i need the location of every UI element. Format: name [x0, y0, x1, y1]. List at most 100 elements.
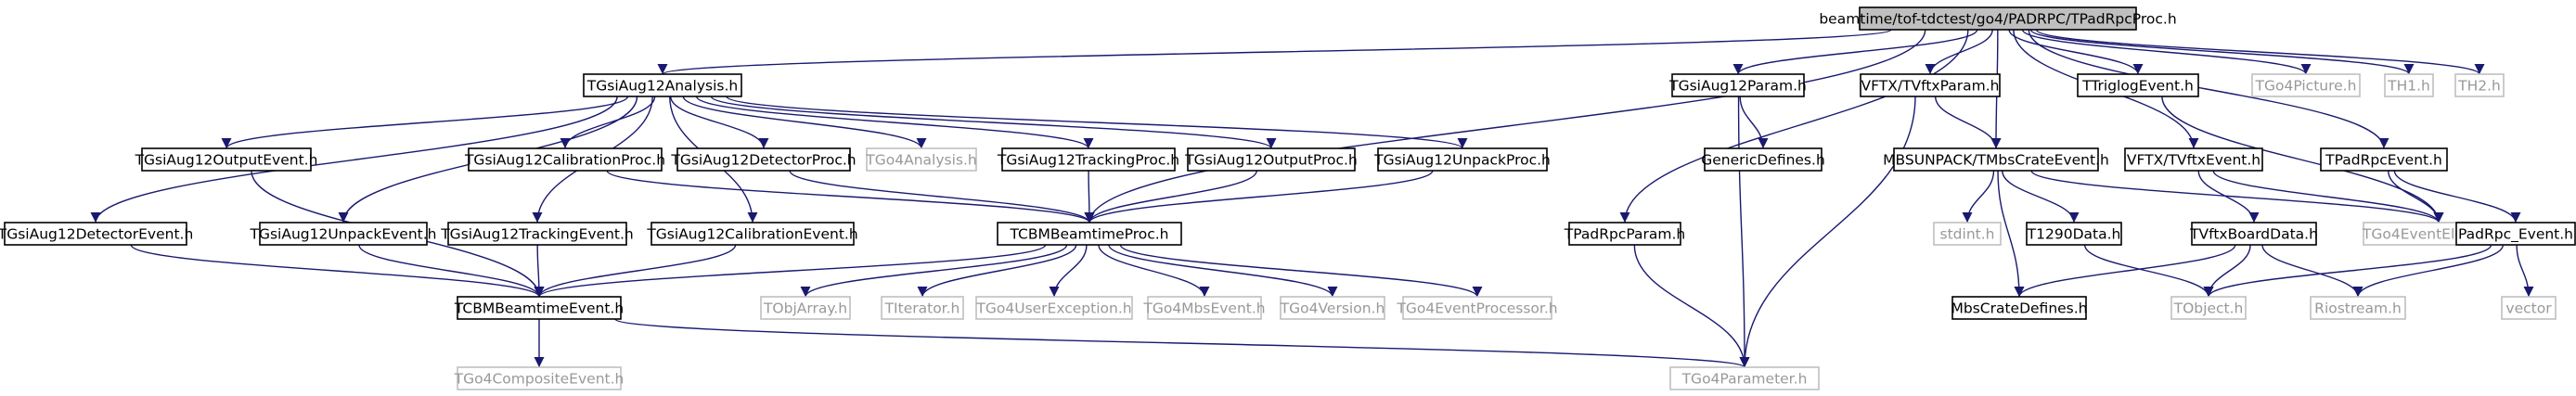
node-t1290[interactable]: T1290Data.h	[2026, 222, 2122, 246]
node-proc[interactable]: TCBMBeamtimeProc.h	[997, 222, 1182, 246]
edge-ana-to-oute	[221, 96, 629, 149]
node-oute[interactable]: TGsiAug12OutputEvent.h	[135, 147, 318, 172]
node-calp[interactable]: TGsiAug12CalibrationProc.h	[464, 147, 665, 172]
edge-root-to-vftxp	[1925, 29, 1993, 75]
node-box	[2077, 73, 2199, 97]
edge-proc-to-evp	[1119, 244, 1483, 298]
edge-trkp-to-proc	[1084, 170, 1095, 224]
node-evt[interactable]: TCBMBeamtimeEvent.h	[454, 296, 624, 320]
edge-proc-to-toa	[800, 244, 1068, 298]
node-ana[interactable]: TGsiAug12Analysis.h	[583, 73, 742, 97]
node-box	[1671, 73, 1805, 97]
edge-pre-to-rio	[2352, 244, 2505, 298]
node-trig[interactable]: TTriglogEvent.h	[2077, 73, 2199, 97]
node-box	[583, 73, 742, 97]
edge-outp-to-proc	[1084, 170, 1258, 224]
edge-unpe-to-evt	[358, 244, 545, 298]
node-mcd[interactable]: MbsCrateDefines.h	[1951, 296, 2088, 320]
node-box	[1860, 73, 2001, 97]
node-box	[1187, 147, 1356, 172]
node-root: beamtime/tof-tdctest/go4/PADRPC/TPadRpcP…	[1819, 6, 2177, 31]
node-box	[1933, 222, 2002, 246]
node-trkp[interactable]: TGsiAug12TrackingProc.h	[997, 147, 1179, 172]
node-par: TGo4Parameter.h	[1669, 366, 1820, 390]
node-label: TGsiAug12Param.h	[1668, 78, 1807, 95]
node-box	[650, 222, 855, 246]
edge-proc-to-evt	[534, 244, 1047, 298]
edge-pade-to-pre	[2393, 170, 2521, 224]
node-label: TGsiAug12CalibrationEvent.h	[646, 226, 857, 243]
edge-vftxp-to-par	[1739, 96, 1916, 368]
node-box	[1568, 222, 1681, 246]
node-unpp[interactable]: TGsiAug12UnpackProc.h	[1373, 147, 1551, 172]
node-label: GenericDefines.h	[1701, 152, 1825, 169]
node-label: TGsiAug12Analysis.h	[586, 78, 738, 95]
edge-detp-to-proc	[789, 170, 1095, 224]
node-label: TGsiAug12TrackingEvent.h	[440, 226, 634, 243]
edge-proc-to-ver	[1108, 244, 1338, 298]
node-cale[interactable]: TGsiAug12CalibrationEvent.h	[646, 222, 858, 246]
node-pre[interactable]: PadRpc_Event.h	[2455, 222, 2576, 246]
node-label: TH1.h	[2387, 78, 2430, 95]
node-evp: TGo4EventProcessor.h	[1396, 296, 1558, 320]
node-label: VFTX/TVftxEvent.h	[2127, 152, 2260, 169]
node-box	[2191, 222, 2317, 246]
node-label: TObjArray.h	[763, 300, 847, 317]
node-mbs[interactable]: MBSUNPACK/TMbsCrateEvent.h	[1883, 147, 2109, 172]
node-label: vector	[2505, 300, 2552, 317]
node-dete[interactable]: TGsiAug12DetectorEvent.h	[0, 222, 193, 246]
node-label: TGo4Picture.h	[2255, 78, 2357, 95]
node-label: PadRpc_Event.h	[2458, 226, 2573, 244]
node-box	[2310, 296, 2406, 320]
node-padp[interactable]: TPadRpcParam.h	[1564, 222, 1685, 246]
node-box	[2026, 222, 2122, 246]
edge-t1290-to-tobj	[2083, 244, 2214, 298]
node-box	[468, 147, 663, 172]
node-label: TPadRpcParam.h	[1564, 226, 1685, 243]
node-trke[interactable]: TGsiAug12TrackingEvent.h	[440, 222, 634, 246]
node-label: TObject.h	[2173, 300, 2244, 317]
node-vftxp[interactable]: VFTX/TVftxParam.h	[1860, 73, 2001, 97]
node-vbd[interactable]: TVftxBoardData.h	[2189, 222, 2318, 246]
node-box	[1402, 296, 1552, 320]
node-box	[2454, 73, 2505, 97]
node-gdef[interactable]: GenericDefines.h	[1701, 147, 1825, 172]
edge-trig-to-go4ee	[2161, 96, 2444, 224]
node-box	[2320, 147, 2448, 172]
node-label: T1290Data.h	[2027, 226, 2121, 243]
node-box	[975, 296, 1133, 320]
node-detp[interactable]: TGsiAug12DetectorProc.h	[670, 147, 857, 172]
node-box	[676, 147, 851, 172]
node-pade[interactable]: TPadRpcEvent.h	[2320, 147, 2448, 172]
node-unpe[interactable]: TGsiAug12UnpackEvent.h	[249, 222, 437, 246]
node-box	[2501, 296, 2557, 320]
edge-prm-to-gdef	[1739, 96, 1769, 149]
edge-proc-to-mbse	[1098, 244, 1210, 298]
node-box	[457, 366, 622, 390]
node-ver: TGo4Version.h	[1280, 296, 1385, 320]
node-toa: TObjArray.h	[760, 296, 851, 320]
edge-vbd-to-mcd	[2014, 244, 2236, 298]
edge-unpp-to-proc	[1084, 170, 1434, 224]
edge-mbs-to-stdint	[1962, 170, 1995, 224]
node-box	[2170, 296, 2247, 320]
node-box	[1280, 296, 1385, 320]
node-outp[interactable]: TGsiAug12OutputProc.h	[1184, 147, 1358, 172]
node-pic: TGo4Picture.h	[2251, 73, 2361, 97]
edge-prm-to-par	[1737, 96, 1750, 368]
edge-ana-to-detp	[670, 96, 769, 149]
edge-evt-to-par	[614, 318, 1750, 368]
node-box	[4, 222, 187, 246]
node-label: TGsiAug12UnpackProc.h	[1373, 152, 1551, 169]
node-box	[1859, 6, 2137, 31]
node-vftxe[interactable]: VFTX/TVftxEvent.h	[2124, 147, 2263, 172]
node-label: MbsCrateDefines.h	[1951, 300, 2087, 317]
node-box	[1669, 366, 1820, 390]
node-label: TGo4Version.h	[1280, 300, 1385, 317]
node-go4a: TGo4Analysis.h	[865, 147, 977, 172]
edge-root-to-th1	[2029, 29, 2415, 75]
edge-mbs-to-mcd	[1997, 170, 2025, 298]
node-prm[interactable]: TGsiAug12Param.h	[1668, 73, 1807, 97]
edge-root-to-proc	[1084, 29, 1926, 224]
node-stdint: stdint.h	[1933, 222, 2002, 246]
